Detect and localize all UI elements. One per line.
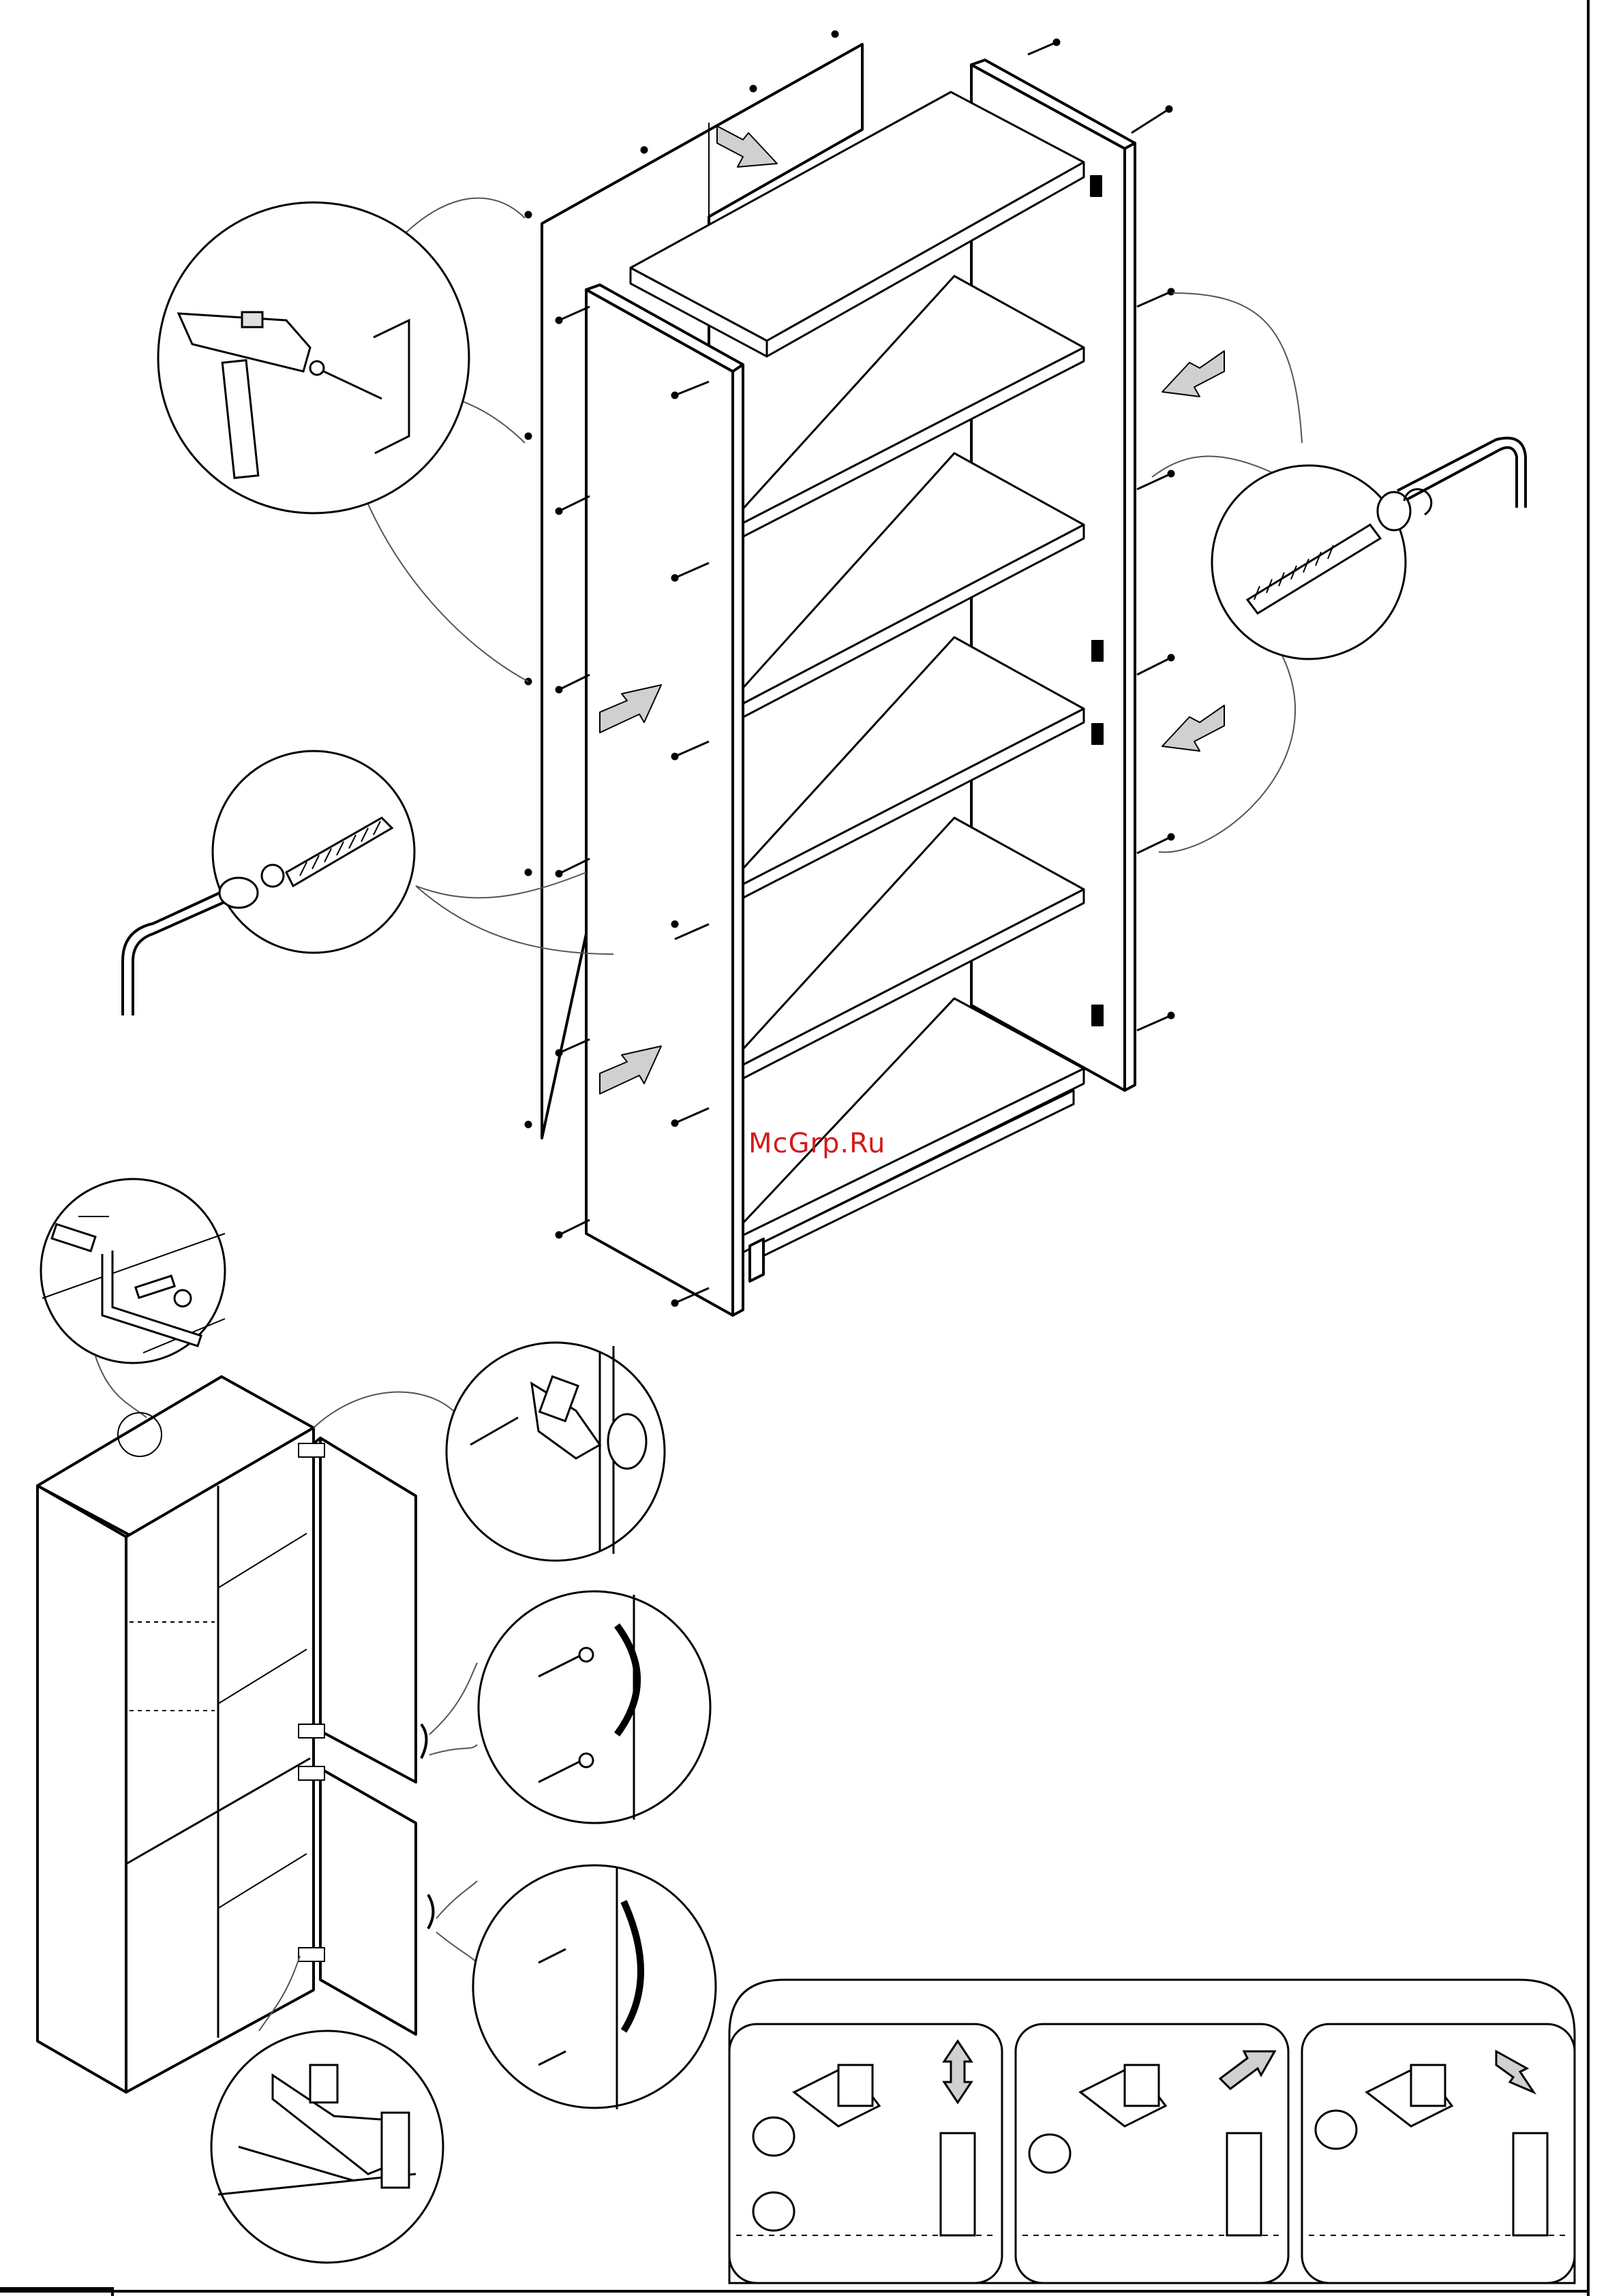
upper-door (314, 1438, 416, 1782)
exploded-carcass-diagram (526, 31, 1224, 1315)
detail-allen-key-left (123, 751, 613, 1015)
detail-upper-handle (429, 1591, 710, 1823)
lower-door (320, 1769, 416, 2034)
watermark-text: McGrp.Ru (748, 1128, 885, 1159)
adjustment-step-lateral (1302, 2024, 1575, 2283)
allen-key-icon (1397, 438, 1526, 508)
direction-arrow-icon (1162, 705, 1224, 751)
detail-lower-handle (436, 1865, 716, 2109)
adjustment-step-depth (1016, 2024, 1288, 2283)
detail-hammer-dowel (158, 198, 528, 682)
hinge-adjustment-panel (729, 1980, 1575, 2283)
assembled-cabinet (37, 1377, 434, 2092)
left-side-panel (586, 285, 763, 1315)
direction-arrow-icon (1162, 351, 1224, 397)
adjustment-step-vertical (729, 2024, 1002, 2283)
detail-wall-bracket (41, 1179, 225, 1418)
